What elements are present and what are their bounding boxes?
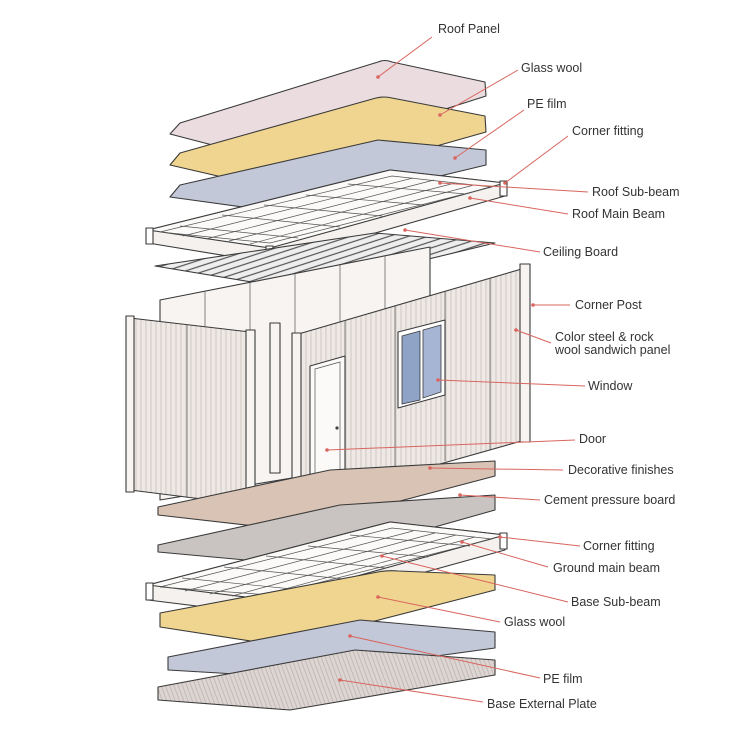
pe-film-top-layer — [169, 139, 487, 214]
base-external-plate-layer — [157, 649, 496, 711]
label-corner-post: Corner Post — [575, 298, 642, 312]
label-roof-main-beam: Roof Main Beam — [572, 207, 665, 221]
label-decorative-finishes: Decorative finishes — [568, 463, 674, 477]
label-pe-film-top: PE film — [527, 97, 567, 111]
label-pe-film-bottom: PE film — [543, 672, 583, 686]
label-glass-wool-bottom: Glass wool — [504, 615, 565, 629]
label-door: Door — [579, 432, 606, 446]
label-corner-fitting-top: Corner fitting — [572, 124, 644, 138]
leader-lines — [325, 36, 589, 703]
label-sandwich-panel-line2: wool sandwich panel — [554, 343, 670, 357]
label-corner-fitting-bottom: Corner fitting — [583, 539, 655, 553]
label-base-sub-beam: Base Sub-beam — [571, 595, 661, 609]
label-glass-wool-top: Glass wool — [521, 61, 582, 75]
roof-frame — [145, 169, 508, 264]
room-walls — [125, 246, 531, 509]
label-base-external-plate: Base External Plate — [487, 697, 597, 711]
decorative-finishes-layer — [157, 460, 496, 531]
label-sandwich-panel-line1: Color steel & rock — [555, 330, 654, 344]
label-ground-main-beam: Ground main beam — [553, 561, 660, 575]
base-frame — [145, 521, 508, 616]
label-roof-panel: Roof Panel — [438, 22, 500, 36]
label-ceiling-board: Ceiling Board — [543, 245, 618, 259]
label-roof-sub-beam: Roof Sub-beam — [592, 185, 680, 199]
cement-pressure-board-layer — [157, 494, 496, 566]
label-cement-pressure-board: Cement pressure board — [544, 493, 675, 507]
label-window: Window — [588, 379, 633, 393]
